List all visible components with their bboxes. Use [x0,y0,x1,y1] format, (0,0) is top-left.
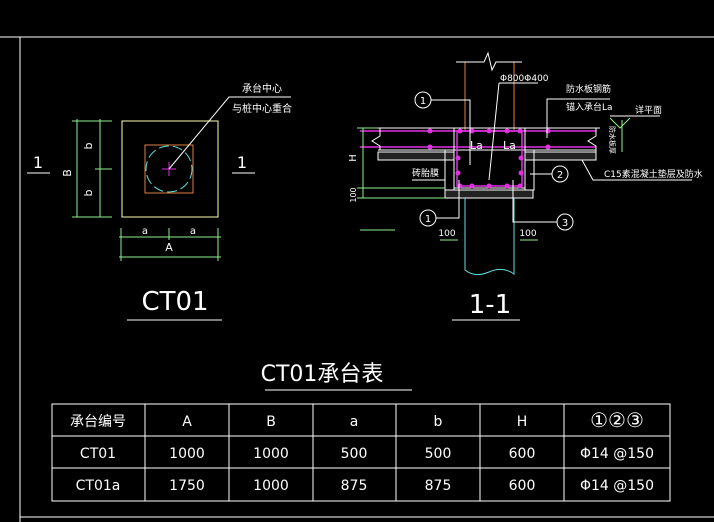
section-title: 1-1 [469,290,511,320]
plan-title: CT01 [141,287,208,317]
break-line [456,51,522,72]
svg-text:500: 500 [425,446,452,462]
svg-text:1000: 1000 [169,446,205,462]
mark-1-top: 1 [420,96,426,107]
column-outline [144,144,194,194]
section-view: La La Φ800Φ400 1 防水板钢筋 锚入承台La 详平面 防水板厚 2… [348,51,703,321]
note-line2: 与桩中心重合 [232,102,292,115]
svg-text:CT01a: CT01a [76,478,121,494]
svg-text:600: 600 [509,446,536,462]
svg-text:1750: 1750 [169,478,205,494]
pile-circle [145,145,193,193]
mark-1-bottom: 1 [425,214,431,225]
cushion-left [377,151,455,161]
svg-text:H: H [517,414,528,430]
rebar-note-1: 防水板钢筋 [566,83,611,95]
section-mark-right: 1 [237,153,247,172]
dim-100-left: 100 [438,229,455,239]
plan-view: 承台中心 与桩中心重合 1 1 B b b a a A CT01 [27,82,292,321]
svg-text:a: a [350,414,359,430]
svg-text:承台编号: 承台编号 [70,414,126,430]
svg-text:A: A [182,414,192,430]
anchor-label-right: La [503,139,516,152]
brick-right [524,149,535,191]
table-row: CT01 1000 1000 500 500 600 Φ14 @150 [80,446,654,462]
dim-100-vertical: 100 [349,187,358,202]
leader-line [168,96,291,170]
pile-cap-outline [121,120,219,218]
svg-text:CT01: CT01 [80,446,116,462]
dim-A: A [165,241,173,254]
dim-a-left: a [142,226,148,237]
cushion-note: C15素混凝土垫层及防水 [604,168,703,180]
svg-text:Φ14 @150: Φ14 @150 [580,478,654,494]
dim-b-top: b [82,142,95,149]
note-line1: 承台中心 [242,82,282,95]
table-title: CT01承台表 [261,362,384,387]
cushion-bottom [444,189,534,199]
mark-3: 3 [562,218,568,229]
dim-H: H [348,154,359,162]
svg-text:Φ14 @150: Φ14 @150 [580,446,654,462]
table-header-row: 承台编号 A B a b H ①②③ [70,408,644,432]
table-row: CT01a 1750 1000 875 875 600 Φ14 @150 [76,478,654,494]
svg-text:b: b [434,414,443,430]
pile-label: Φ800Φ400 [500,74,549,84]
rebar-note-2: 锚入承台La [566,101,613,113]
dim-100-right: 100 [519,229,536,239]
dim-a-right: a [190,226,196,237]
pile [464,198,515,276]
svg-text:500: 500 [341,446,368,462]
svg-text:1000: 1000 [253,446,289,462]
cushion-right [524,151,597,161]
schedule-table: CT01承台表 [51,362,671,502]
svg-text:①②③: ①②③ [590,408,644,432]
slab-note: 防水板厚 [608,126,617,154]
svg-text:1000: 1000 [253,478,289,494]
dim-B: B [61,169,74,177]
svg-text:875: 875 [425,478,452,494]
mark-2: 2 [557,170,563,181]
brick-left [444,149,455,191]
svg-text:B: B [266,414,276,430]
section-mark-left: 1 [33,153,43,172]
anchor-label-left: La [470,139,483,152]
brick-note: 砖胎膜 [412,167,439,179]
svg-text:875: 875 [341,478,368,494]
level-note: 详平面 [635,104,662,116]
dim-b-bottom: b [82,189,95,196]
svg-text:600: 600 [509,478,536,494]
